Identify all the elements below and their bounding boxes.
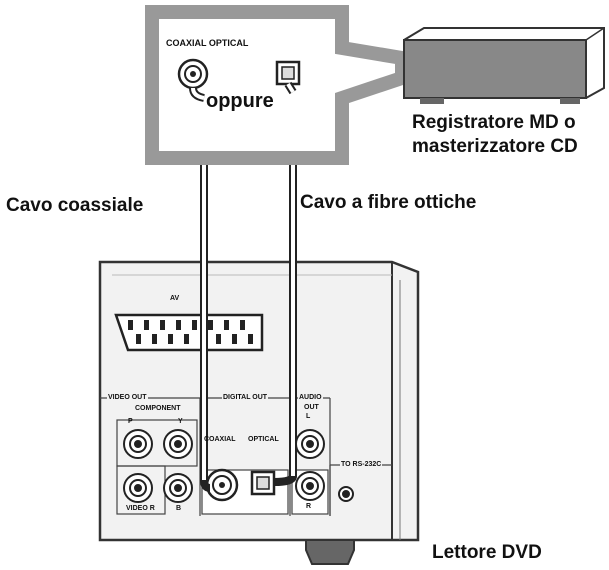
panel-coaxial-label: COAXIAL <box>204 436 236 443</box>
callout-header: COAXIAL OPTICAL <box>166 38 249 48</box>
panel-digital-out-label: DIGITAL OUT <box>222 394 269 401</box>
panel-audio-label: AUDIO <box>298 394 323 401</box>
recorder-label-line1: Registratore MD o <box>412 112 576 133</box>
panel-optical-label: OPTICAL <box>248 436 279 443</box>
panel-video-r-label: VIDEO R <box>126 505 155 512</box>
callout-coaxial-jack <box>177 58 209 90</box>
panel-pr-label: P <box>128 418 133 425</box>
panel-pb-label: B <box>176 505 182 512</box>
or-label: oppure <box>206 90 274 112</box>
panel-out-label: OUT <box>304 404 319 411</box>
coaxial-plug <box>200 468 239 502</box>
recorder-label-line2: masterizzatore CD <box>412 136 578 157</box>
callout-cable-ends <box>189 81 297 102</box>
panel-rs232c-label: TO RS-232C <box>340 461 383 468</box>
optical-plug <box>250 470 297 496</box>
optical-cable-label: Cavo a fibre ottiche <box>300 192 477 213</box>
coaxial-cable-label: Cavo coassiale <box>6 195 144 216</box>
panel-av-label: AV <box>170 295 180 302</box>
dvd-player-label: Lettore DVD <box>432 542 542 563</box>
dvd-player <box>98 260 420 565</box>
panel-jacks <box>123 429 354 503</box>
scart-connector <box>114 313 264 352</box>
panel-y-label: Y <box>178 418 183 425</box>
panel-l-label: L <box>306 413 311 420</box>
callout-optical-jack <box>275 60 301 86</box>
panel-component-label: COMPONENT <box>135 405 181 412</box>
panel-video-out-label: VIDEO OUT <box>107 394 148 401</box>
panel-r-label: R <box>306 503 312 510</box>
md-cd-recorder <box>403 27 605 104</box>
